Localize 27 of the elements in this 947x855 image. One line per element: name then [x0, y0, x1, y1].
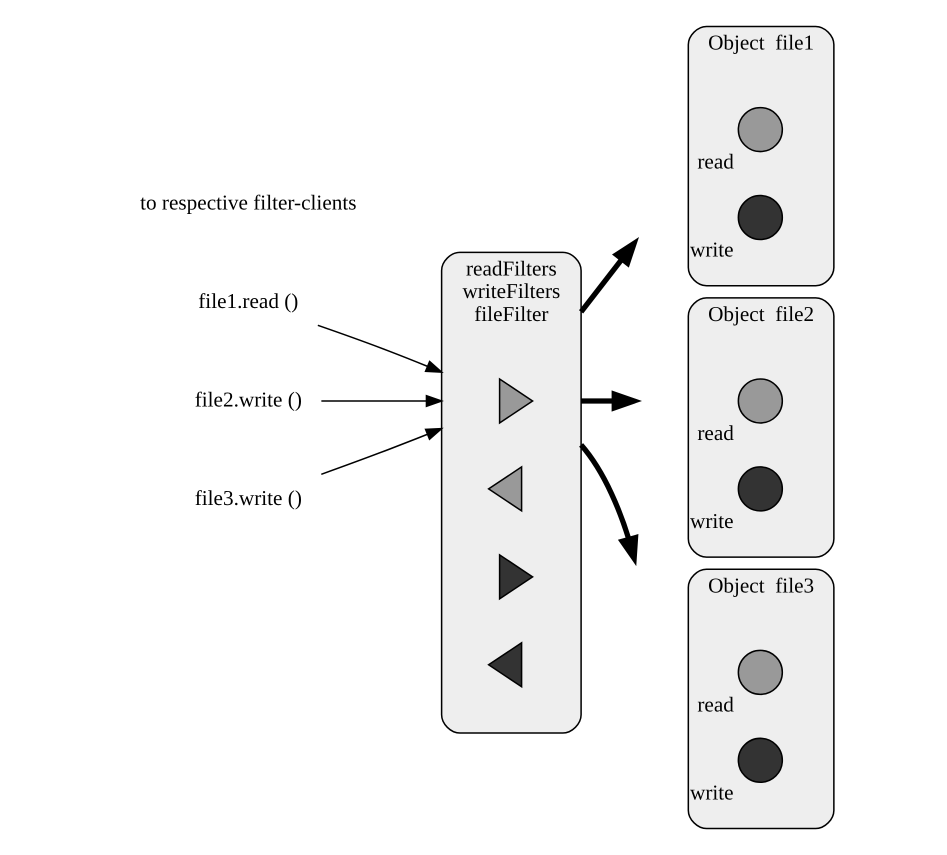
node-text: file2.write () [194, 388, 302, 412]
arrow [317, 324, 444, 374]
node-label: read [696, 420, 734, 445]
node-triangle [486, 641, 522, 688]
node-circle [737, 738, 783, 784]
node-circle [737, 194, 783, 240]
node-circle [737, 650, 783, 696]
label: to respective filter-clients [140, 190, 356, 214]
node-label: read [696, 150, 734, 174]
arrow [580, 390, 642, 412]
node-text: file1.read () [198, 289, 298, 314]
node-label: write [690, 237, 734, 262]
arrow [320, 428, 444, 476]
cluster: readFilters writeFilters fileFilter [440, 252, 582, 734]
node-text: file3.write () [194, 486, 302, 510]
node-label: read [696, 692, 734, 716]
node-circle [737, 378, 783, 424]
arrow [578, 443, 638, 566]
node-triangle [498, 553, 534, 600]
arrow [578, 237, 639, 314]
arrow [320, 394, 444, 408]
node-triangle [486, 466, 522, 512]
node-label: write [690, 508, 734, 533]
node-circle [737, 106, 783, 152]
node-label: write [690, 780, 734, 804]
node-circle [737, 466, 783, 512]
node-triangle [498, 378, 534, 424]
